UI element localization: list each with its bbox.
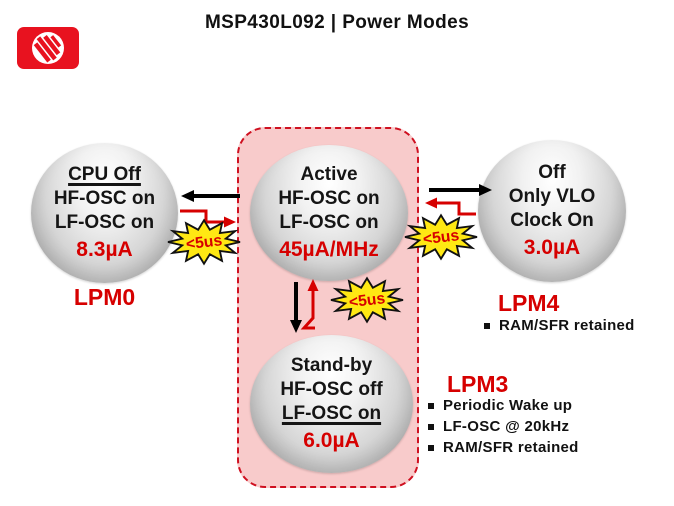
- starburst-label: <5us: [185, 232, 223, 253]
- page-title: MSP430L092 | Power Modes: [204, 12, 470, 33]
- label-lpm3: LPM3: [447, 371, 509, 397]
- node-lpm4-line3: Clock On: [510, 210, 594, 231]
- bullet-label: Periodic Wake up: [443, 397, 573, 414]
- node-lpm0-line1: CPU Off: [68, 164, 141, 185]
- starburst-active-lpm3-icon: <5us: [330, 276, 404, 324]
- square-bullet-icon: [428, 403, 434, 409]
- red-wakeup-arrow-left-icon: [425, 197, 476, 216]
- node-lpm0-current: 8.3µA: [76, 238, 133, 261]
- node-lpm4-current: 3.0µA: [523, 236, 581, 259]
- red-wakeup-arrow-up-icon: [300, 279, 319, 330]
- bullet-label: LF-OSC @ 20kHz: [443, 418, 570, 435]
- arrows-active-lpm3: [290, 279, 319, 333]
- bullet-label: RAM/SFR retained: [443, 439, 579, 456]
- label-lpm0: LPM0: [73, 284, 136, 310]
- node-lpm0-line3: LF-OSC on: [54, 212, 155, 233]
- square-bullet-icon: [484, 323, 490, 329]
- starburst-label: <5us: [422, 227, 460, 248]
- node-active-current: 45µA/MHz: [279, 238, 379, 261]
- node-lpm4: Off Only VLO Clock On 3.0µA: [478, 140, 626, 282]
- node-lpm4-line1: Off: [538, 162, 566, 183]
- node-lpm0-line2: HF-OSC on: [53, 188, 156, 209]
- black-arrow-down-icon: [290, 282, 302, 333]
- bullet-label: RAM/SFR retained: [499, 317, 635, 334]
- lpm4-bullet-list: RAM/SFR retained: [484, 317, 635, 338]
- arrows-lpm0-active: [180, 190, 240, 228]
- node-active-line3: LF-OSC on: [279, 212, 379, 233]
- node-lpm3-line2: HF-OSC off: [280, 379, 383, 400]
- ti-logo-icon: [17, 27, 79, 69]
- starburst-label: <5us: [348, 290, 386, 311]
- starburst-active-lpm4-icon: <5us: [404, 213, 478, 261]
- node-lpm3-line3: LF-OSC on: [281, 403, 382, 424]
- label-lpm4: LPM4: [498, 290, 560, 316]
- red-wakeup-arrow-right-icon: [180, 209, 236, 228]
- node-active: Active HF-OSC on LF-OSC on 45µA/MHz: [250, 145, 408, 281]
- square-bullet-icon: [428, 424, 434, 430]
- black-arrow-right-icon: [429, 184, 492, 196]
- lpm3-bullet-list: Periodic Wake up LF-OSC @ 20kHz RAM/SFR …: [428, 397, 579, 460]
- node-active-line2: HF-OSC on: [278, 188, 380, 209]
- arrows-active-lpm4: [425, 184, 492, 216]
- node-lpm3-line1: Stand-by: [290, 355, 373, 376]
- bullet-item: RAM/SFR retained: [484, 317, 635, 334]
- starburst-lpm0-active-icon: <5us: [167, 218, 241, 266]
- node-active-line1: Active: [300, 164, 358, 185]
- square-bullet-icon: [428, 445, 434, 451]
- bullet-item: LF-OSC @ 20kHz: [428, 418, 579, 435]
- bullet-item: RAM/SFR retained: [428, 439, 579, 456]
- node-lpm4-line2: Only VLO: [508, 186, 596, 207]
- node-lpm3-current: 6.0µA: [303, 429, 360, 452]
- node-lpm3: Stand-by HF-OSC off LF-OSC on 6.0µA: [250, 335, 413, 473]
- node-lpm0: CPU Off HF-OSC on LF-OSC on 8.3µA: [31, 143, 178, 283]
- bullet-item: Periodic Wake up: [428, 397, 579, 414]
- black-arrow-left-icon: [181, 190, 240, 202]
